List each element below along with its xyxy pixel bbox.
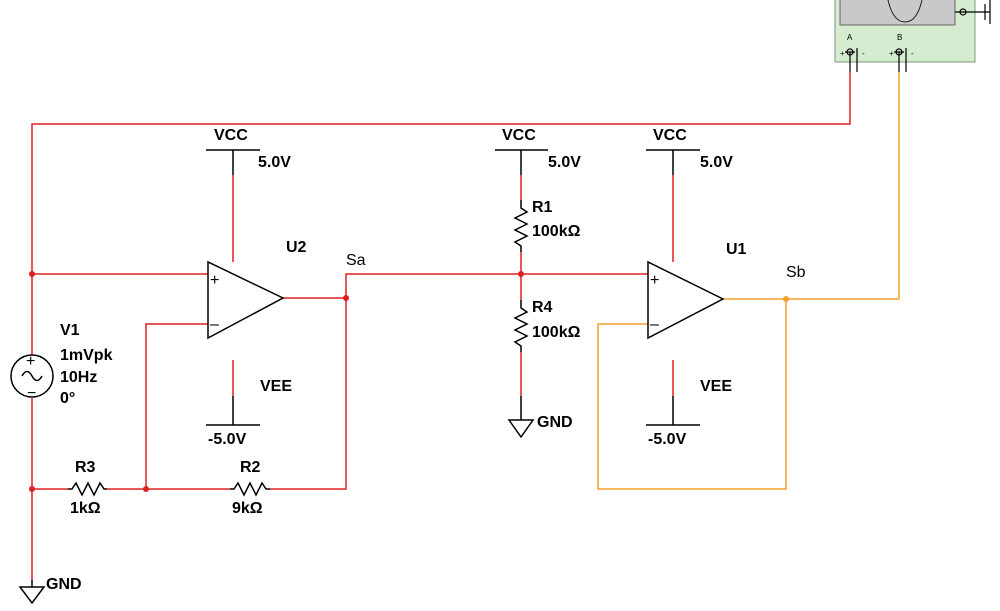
vcc-right-name: VCC (653, 127, 687, 144)
vcc-supply-right[interactable]: VCC 5.0V (646, 127, 733, 171)
resistor-r2-value: 9kΩ (232, 500, 263, 517)
opamp-u2-minus: – (210, 316, 219, 333)
resistor-r2-symbol (230, 481, 270, 497)
junctions (29, 271, 789, 492)
scope-channel-a-terminal[interactable] (845, 48, 858, 72)
ground-mid-label: GND (537, 414, 573, 431)
wires-black (31, 150, 674, 587)
junction-dot (29, 486, 35, 492)
resistor-r3-symbol (68, 481, 107, 497)
oscilloscope-trace (887, 0, 923, 23)
resistor-r3-value: 1kΩ (70, 500, 101, 517)
oscilloscope-screen (839, 0, 956, 26)
vee-supply-left[interactable]: VEE -5.0V (206, 378, 292, 448)
resistor-r2[interactable]: R2 9kΩ (230, 459, 270, 517)
ground-left[interactable]: GND (18, 576, 82, 605)
opamp-u2-label: U2 (286, 239, 307, 256)
wire-scope-a[interactable] (31, 72, 851, 355)
ac-source-v1-plus: + (26, 353, 35, 370)
junction-dot (143, 486, 149, 492)
vcc-right-value: 5.0V (700, 154, 733, 171)
sine-wave-icon (21, 370, 43, 382)
ac-source-v1-phase: 0° (60, 390, 75, 407)
opamp-u1[interactable]: + – U1 (647, 241, 747, 340)
oscilloscope[interactable]: A B + - + - (834, 0, 991, 72)
scope-b-minus: - (911, 49, 914, 58)
junction-dot (343, 295, 349, 301)
ground-left-label: GND (46, 576, 82, 593)
wire-u1-out-sb[interactable] (723, 72, 900, 300)
vee-supply-right[interactable]: VEE -5.0V (646, 378, 732, 448)
opamp-u1-label: U1 (726, 241, 747, 258)
ground-icon (507, 419, 535, 439)
scope-a-minus: - (862, 49, 865, 58)
vee-left-value: -5.0V (208, 431, 247, 448)
net-label-sb: Sb (786, 264, 806, 281)
vcc-mid-value: 5.0V (548, 154, 581, 171)
wire-u2-out-sa[interactable] (283, 273, 648, 299)
resistor-r3-name: R3 (75, 459, 96, 476)
vcc-mid-name: VCC (502, 127, 536, 144)
resistor-r1[interactable]: R1 100kΩ (513, 199, 581, 252)
ac-source-v1-amplitude: 1mVpk (60, 347, 113, 364)
ac-source-v1-name: V1 (60, 322, 80, 339)
wire-r2-out[interactable] (270, 298, 347, 490)
opamp-u1-plus: + (650, 272, 659, 289)
vcc-supply-left[interactable]: VCC 5.0V (206, 127, 291, 171)
resistor-r1-value: 100kΩ (532, 223, 581, 240)
resistor-r4-name: R4 (532, 299, 553, 316)
resistor-r4-symbol (513, 300, 529, 352)
junction-dot (29, 271, 35, 277)
vee-right-name: VEE (700, 378, 732, 395)
resistor-r3[interactable]: R3 1kΩ (68, 459, 107, 517)
opamp-u1-minus: – (650, 316, 659, 333)
opamp-u1-body (647, 260, 725, 340)
wires-red (31, 72, 851, 580)
ac-source-v1-minus: − (27, 385, 36, 402)
junction-dot (518, 271, 524, 277)
wire-u2-feedback[interactable] (145, 323, 208, 489)
resistor-r2-name: R2 (240, 459, 261, 476)
opamp-u2[interactable]: + – U2 (207, 239, 307, 340)
ground-mid[interactable]: GND (507, 414, 573, 439)
ac-source-v1[interactable]: + − V1 1mVpk 10Hz 0° (10, 322, 113, 407)
vcc-left-name: VCC (214, 127, 248, 144)
opamp-u2-plus: + (210, 272, 219, 289)
junction-dot (783, 296, 789, 302)
scope-channel-b-label: B (897, 33, 902, 42)
wires-orange (597, 72, 900, 490)
scope-b-plus: + (889, 49, 894, 58)
resistor-r1-symbol (513, 200, 529, 252)
scope-a-plus: + (840, 49, 845, 58)
scope-channel-b-terminal[interactable] (894, 48, 907, 72)
vee-right-value: -5.0V (648, 431, 687, 448)
net-label-sa: Sa (346, 252, 366, 269)
wire-u1-feedback[interactable] (597, 299, 787, 490)
resistor-r1-name: R1 (532, 199, 553, 216)
ground-icon (18, 586, 46, 605)
opamp-u2-body (207, 260, 285, 340)
resistor-r4-value: 100kΩ (532, 324, 581, 341)
vcc-supply-mid[interactable]: VCC 5.0V (495, 127, 581, 171)
vcc-left-value: 5.0V (258, 154, 291, 171)
vee-left-name: VEE (260, 378, 292, 395)
resistor-r4[interactable]: R4 100kΩ (513, 299, 581, 352)
scope-channel-a-label: A (847, 33, 853, 42)
scope-ground-terminal[interactable] (955, 0, 991, 24)
ac-source-v1-frequency: 10Hz (60, 369, 97, 386)
